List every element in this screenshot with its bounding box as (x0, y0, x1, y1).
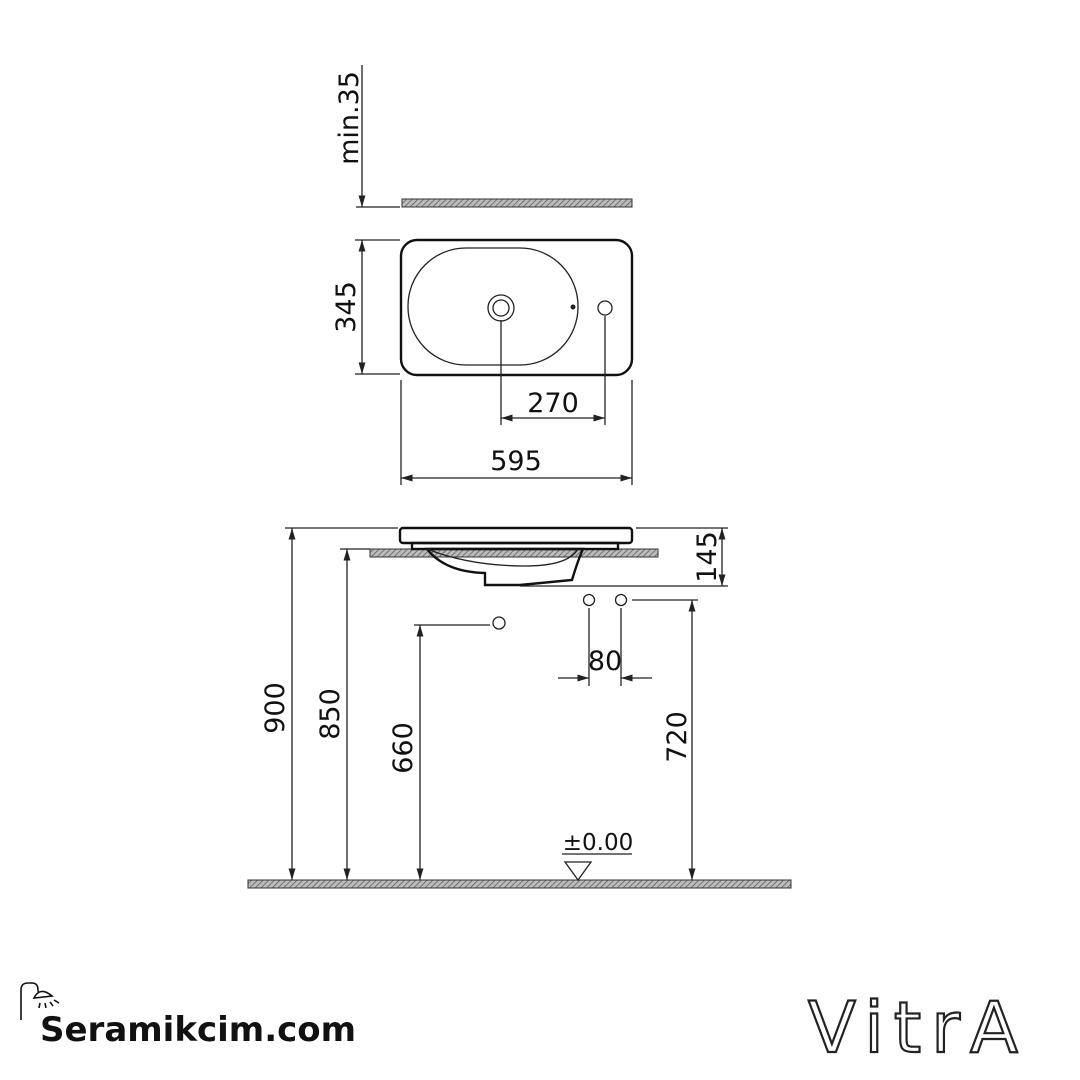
tap-offset-dimension: 270 (500, 316, 606, 425)
total-height-label: 900 (260, 682, 291, 734)
counter-gap-label: min.35 (334, 71, 365, 165)
waste-height-label: 660 (388, 722, 419, 774)
tap-offset-label: 270 (527, 388, 579, 419)
counter-height-dimension: 850 (315, 548, 370, 880)
counter-top-plan (401, 198, 633, 208)
supply-height-dimension: 720 (582, 593, 698, 880)
supply-spacing-label: 80 (588, 646, 622, 677)
waste-height-dimension: 660 (388, 616, 506, 880)
floor-level-marker: ±0.00 (562, 830, 633, 882)
supply-spacing-dimension: 80 (558, 608, 652, 686)
counter-height-label: 850 (315, 688, 346, 740)
retailer-logo-text: Seramikcim.com (40, 1010, 356, 1050)
basin-top-view (399, 238, 634, 377)
rim-height-label: 145 (692, 531, 723, 583)
basin-side-view (369, 526, 659, 587)
rim-height-dimension: 145 (285, 527, 728, 587)
depth-dimension: 345 (331, 239, 400, 375)
floor (247, 879, 792, 889)
supply-height-label: 720 (662, 711, 693, 763)
shower-icon (20, 982, 60, 1020)
width-dimension: 595 (400, 380, 633, 485)
depth-label: 345 (331, 281, 362, 333)
width-label: 595 (490, 446, 542, 477)
counter-gap-dimension: min.35 (334, 65, 400, 208)
floor-level-label: ±0.00 (563, 830, 633, 856)
vitra-logo: VitrA (808, 987, 1028, 1069)
total-height-dimension: 900 (260, 528, 296, 880)
